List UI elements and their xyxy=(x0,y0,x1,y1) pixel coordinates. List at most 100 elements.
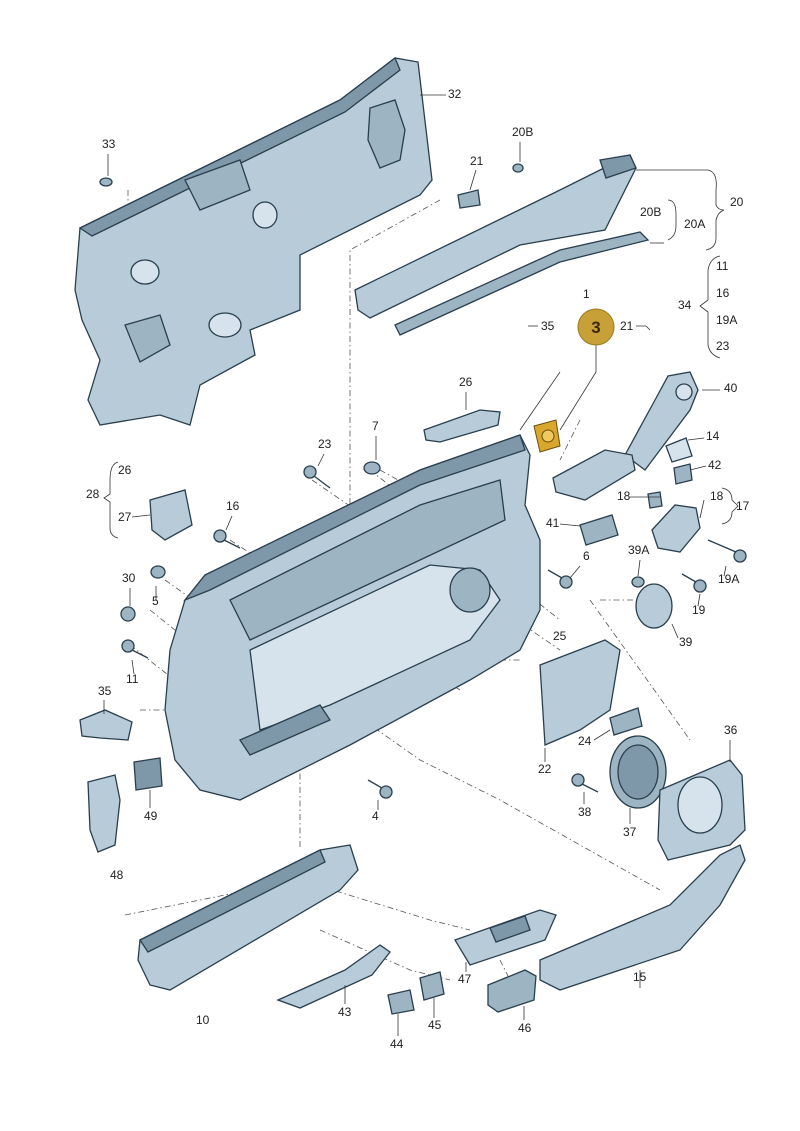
callout-c16_top: 16 xyxy=(716,286,730,300)
part-7-cap xyxy=(363,461,381,475)
callout-c1: 1 xyxy=(583,287,590,301)
callout-c6: 6 xyxy=(583,549,590,563)
callout-c22: 22 xyxy=(538,762,552,776)
part-37-speaker xyxy=(609,735,667,809)
callout-c45: 45 xyxy=(428,1018,442,1032)
part-46-window-switch xyxy=(487,969,537,1013)
part-21-clip xyxy=(457,189,481,209)
callout-c21_mid: 21 xyxy=(620,319,634,333)
callout-c40: 40 xyxy=(724,381,738,395)
callout-c26_mid: 26 xyxy=(118,463,132,477)
part-18-clip xyxy=(647,491,663,509)
callout-c32: 32 xyxy=(448,87,462,101)
part-11-screw xyxy=(121,639,149,659)
part-16-screw xyxy=(213,529,241,549)
part-38-bolt xyxy=(571,773,599,793)
callout-c44: 44 xyxy=(390,1037,404,1051)
part-49-switch xyxy=(133,757,163,791)
part-33-grommet xyxy=(99,177,113,187)
part-39-cover xyxy=(635,583,673,629)
callout-c7: 7 xyxy=(372,419,379,433)
callout-c11_mid: 11 xyxy=(126,672,139,686)
part-42-bolt xyxy=(673,463,693,485)
callout-c18_a: 18 xyxy=(617,489,631,503)
part-44-switch xyxy=(387,989,415,1015)
callout-c35_mid: 35 xyxy=(98,684,112,698)
callout-c48: 48 xyxy=(110,868,124,882)
part-39A-grommet xyxy=(631,576,645,588)
callout-c19: 19 xyxy=(692,603,706,617)
part-32-insulation-panel xyxy=(74,56,433,426)
part-19A-bolt xyxy=(707,539,747,563)
callout-c46: 46 xyxy=(518,1021,532,1035)
highlight-badge-label: 3 xyxy=(591,318,600,337)
callout-c11_top: 11 xyxy=(716,259,729,273)
leader-lines xyxy=(103,94,739,1036)
part-41-switch-unit xyxy=(552,449,636,546)
callout-c30: 30 xyxy=(122,571,136,585)
part-22-map-pocket xyxy=(539,639,643,746)
highlight-badge: 3 xyxy=(577,308,615,346)
callout-c20A: 20A xyxy=(684,217,705,231)
part-5-clip xyxy=(150,565,166,579)
callout-c49: 49 xyxy=(144,809,158,823)
part-26-handle-cover xyxy=(423,409,501,443)
part-36-speaker-trim xyxy=(657,759,746,861)
part-20B-grommet xyxy=(512,163,524,173)
part-20-window-trim xyxy=(354,154,650,336)
callout-c42: 42 xyxy=(708,458,722,472)
part-6-screw xyxy=(547,569,573,589)
callout-c47: 47 xyxy=(458,972,472,986)
callout-c37: 37 xyxy=(623,825,637,839)
part-47-switch-bezel xyxy=(454,909,557,966)
part-14-seal xyxy=(665,437,693,463)
part-48-pull-handle xyxy=(87,774,121,853)
callout-c19A_top: 19A xyxy=(716,313,737,327)
callout-c20: 20 xyxy=(730,195,744,209)
callout-c43: 43 xyxy=(338,1005,352,1019)
callout-c25: 25 xyxy=(553,629,567,643)
callout-c39A: 39A xyxy=(628,543,649,557)
callout-c16_mid: 16 xyxy=(226,499,240,513)
part-45-switch xyxy=(419,971,445,1001)
callout-c23_top: 23 xyxy=(716,339,730,353)
part-3-highlighted-clip xyxy=(533,419,561,453)
callout-c34: 34 xyxy=(678,298,692,312)
callout-c35_top: 35 xyxy=(541,319,555,333)
part-23-screw xyxy=(303,465,331,489)
callout-c39: 39 xyxy=(679,635,693,649)
callout-c18_b: 18 xyxy=(710,489,724,503)
callout-c14: 14 xyxy=(706,429,720,443)
callout-c24: 24 xyxy=(578,734,592,748)
part-43-door-handle xyxy=(276,944,391,1009)
part-15-armrest-cover xyxy=(539,844,746,991)
callout-c20B_top: 20B xyxy=(512,125,533,139)
callout-c20B_mid: 20B xyxy=(640,205,661,219)
part-35-handle-insert xyxy=(79,709,133,741)
part-17-hinge-bracket xyxy=(651,504,701,553)
callout-c26_top: 26 xyxy=(459,375,473,389)
part-30-nut xyxy=(120,606,136,622)
part-40-handle-bracket xyxy=(624,371,699,471)
callout-c15: 15 xyxy=(633,970,647,984)
part-19-bolt xyxy=(681,573,707,593)
callout-c4: 4 xyxy=(372,809,379,823)
callout-c33: 33 xyxy=(102,137,116,151)
callout-c38: 38 xyxy=(578,805,592,819)
part-27-bracket xyxy=(149,489,193,541)
callout-c27: 27 xyxy=(118,510,132,524)
callout-c19A_mid: 19A xyxy=(718,572,739,586)
part-10-armrest xyxy=(137,844,359,991)
part-4-screw xyxy=(367,779,393,799)
callout-c28: 28 xyxy=(86,487,100,501)
callout-c23_mid: 23 xyxy=(318,437,332,451)
callout-c41: 41 xyxy=(546,516,560,530)
part-1-door-trim-panel xyxy=(164,434,541,801)
callout-c17: 17 xyxy=(736,499,750,513)
callout-c21_top: 21 xyxy=(470,154,484,168)
callout-c36: 36 xyxy=(724,723,738,737)
callout-c10: 10 xyxy=(196,1013,210,1027)
callout-c5: 5 xyxy=(152,594,159,608)
